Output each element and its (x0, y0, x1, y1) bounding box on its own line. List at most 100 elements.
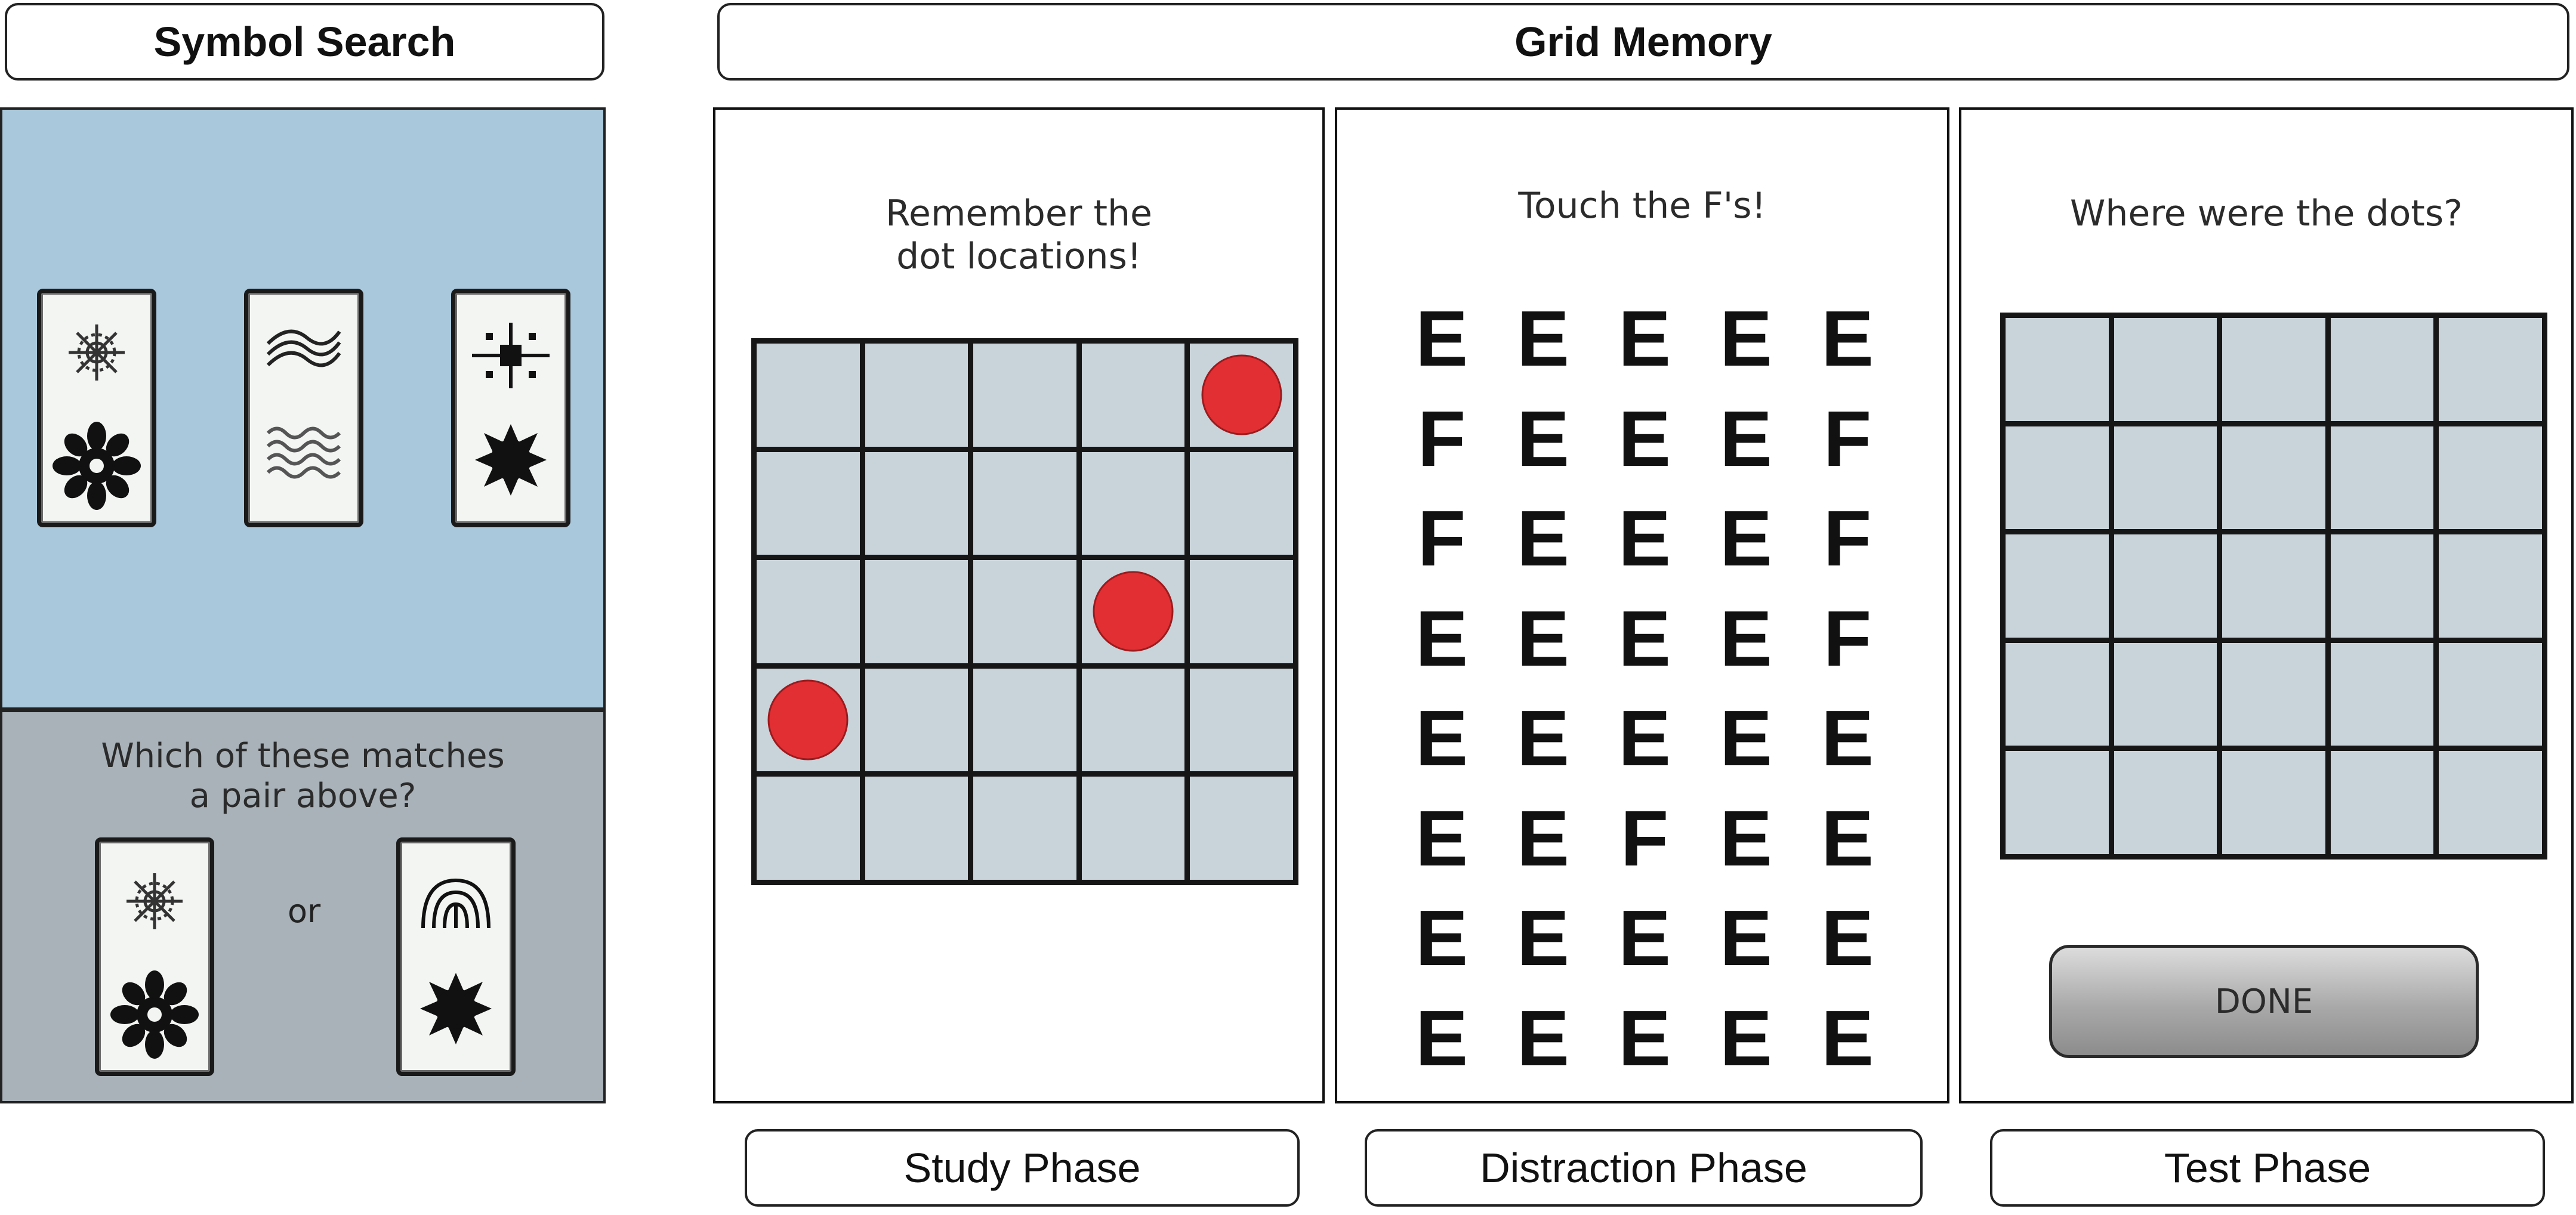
test-grid-cell[interactable] (2330, 318, 2434, 421)
fountain-arcs-icon (421, 878, 490, 929)
letter-e[interactable]: E (1821, 994, 1874, 1082)
letter-e[interactable]: E (1618, 594, 1671, 682)
letter-e[interactable]: E (1516, 394, 1570, 483)
done-button[interactable]: DONE (2049, 945, 2479, 1058)
letter-f[interactable]: F (1823, 494, 1872, 583)
grid-cell (865, 452, 968, 555)
test-grid-cell[interactable] (2439, 534, 2542, 638)
letter-e[interactable]: E (1719, 394, 1773, 483)
letter-e[interactable]: E (1516, 794, 1570, 882)
test-grid-cell[interactable] (2222, 318, 2325, 421)
study-phase-panel: Remember the dot locations! (713, 107, 1325, 1103)
choice-card-right[interactable] (396, 837, 516, 1076)
letter-e[interactable]: E (1719, 694, 1773, 783)
letter-e[interactable]: E (1516, 894, 1570, 982)
letter-f[interactable]: F (1620, 794, 1669, 882)
spiky-ball-icon (475, 424, 547, 496)
test-grid-cell[interactable] (2006, 426, 2109, 530)
test-grid-cell[interactable] (2114, 534, 2217, 638)
letter-e[interactable]: E (1415, 594, 1469, 682)
letter-e[interactable]: E (1719, 994, 1773, 1082)
grid-cell (973, 452, 1076, 555)
test-phase-panel: Where were the dots? DONE (1959, 107, 2574, 1103)
grid-cell (973, 344, 1076, 447)
test-grid-cell[interactable] (2330, 534, 2434, 638)
symbol-search-title: Symbol Search (153, 18, 456, 65)
red-dot (1093, 571, 1174, 652)
test-grid-cell[interactable] (2006, 318, 2109, 421)
letter-e[interactable]: E (1719, 494, 1773, 583)
spiky-ball-icon (420, 973, 492, 1044)
grid-cell (865, 344, 968, 447)
letter-e[interactable]: E (1618, 694, 1671, 783)
starburst-filled-icon (53, 422, 141, 510)
snowflake-outline-icon (127, 873, 183, 929)
letter-e[interactable]: E (1415, 994, 1469, 1082)
letter-e[interactable]: E (1618, 894, 1671, 982)
symbol-search-target-area (0, 107, 606, 710)
distraction-phase-label: Distraction Phase (1365, 1129, 1923, 1207)
symbol-card (244, 289, 363, 527)
test-grid-cell[interactable] (2114, 642, 2217, 746)
letter-e[interactable]: E (1618, 394, 1671, 483)
or-label: or (288, 892, 321, 930)
letter-e[interactable]: E (1415, 694, 1469, 783)
grid-cell (757, 452, 860, 555)
letter-e[interactable]: E (1516, 594, 1570, 682)
symbol-card (451, 289, 570, 527)
letter-f[interactable]: F (1417, 394, 1466, 483)
letter-e[interactable]: E (1516, 694, 1570, 783)
letter-f[interactable]: F (1823, 394, 1872, 483)
letter-e[interactable]: E (1618, 494, 1671, 583)
symbol-search-question: Which of these matches a pair above? (101, 737, 505, 816)
distraction-phase-text: Distraction Phase (1480, 1145, 1807, 1191)
letter-e[interactable]: E (1415, 295, 1469, 383)
letter-e[interactable]: E (1719, 594, 1773, 682)
test-grid-cell[interactable] (2439, 642, 2542, 746)
letter-e[interactable]: E (1516, 295, 1570, 383)
grid-cell (1081, 777, 1185, 880)
grid-cell (865, 668, 968, 772)
test-grid-cell[interactable] (2114, 318, 2217, 421)
letter-e[interactable]: E (1719, 794, 1773, 882)
test-phase-label: Test Phase (1990, 1129, 2545, 1207)
test-grid-cell[interactable] (2222, 426, 2325, 530)
letter-e[interactable]: E (1719, 894, 1773, 982)
test-grid-cell[interactable] (2330, 642, 2434, 746)
test-grid (2000, 313, 2547, 860)
test-grid-cell[interactable] (2222, 534, 2325, 638)
letter-e[interactable]: E (1516, 994, 1570, 1082)
letter-e[interactable]: E (1821, 694, 1874, 783)
choice-card-left[interactable] (95, 837, 214, 1076)
test-grid-cell[interactable] (2006, 751, 2109, 854)
test-grid-cell[interactable] (2114, 751, 2217, 854)
test-grid-cell[interactable] (2222, 642, 2325, 746)
letter-e[interactable]: E (1821, 894, 1874, 982)
test-prompt: Where were the dots? (2070, 193, 2463, 234)
test-grid-cell[interactable] (2439, 751, 2542, 854)
letter-e[interactable]: E (1618, 295, 1671, 383)
letter-e[interactable]: E (1821, 794, 1874, 882)
letter-e[interactable]: E (1618, 994, 1671, 1082)
test-grid-cell[interactable] (2114, 426, 2217, 530)
test-grid-cell[interactable] (2330, 751, 2434, 854)
grid-cell (1190, 668, 1293, 772)
test-grid-cell[interactable] (2330, 426, 2434, 530)
grid-cell (973, 777, 1076, 880)
test-grid-cell[interactable] (2439, 318, 2542, 421)
study-phase-text: Study Phase (903, 1145, 1141, 1191)
letter-e[interactable]: E (1719, 295, 1773, 383)
test-grid-cell[interactable] (2222, 751, 2325, 854)
grid-cell (1190, 344, 1293, 447)
letter-f[interactable]: F (1823, 594, 1872, 682)
letter-e[interactable]: E (1415, 894, 1469, 982)
test-grid-cell[interactable] (2006, 642, 2109, 746)
letter-e[interactable]: E (1516, 494, 1570, 583)
starburst-filled-icon (110, 970, 199, 1059)
letter-e[interactable]: E (1821, 295, 1874, 383)
test-grid-cell[interactable] (2439, 426, 2542, 530)
test-grid-cell[interactable] (2006, 534, 2109, 638)
letter-f[interactable]: F (1417, 494, 1466, 583)
letter-e[interactable]: E (1415, 794, 1469, 882)
